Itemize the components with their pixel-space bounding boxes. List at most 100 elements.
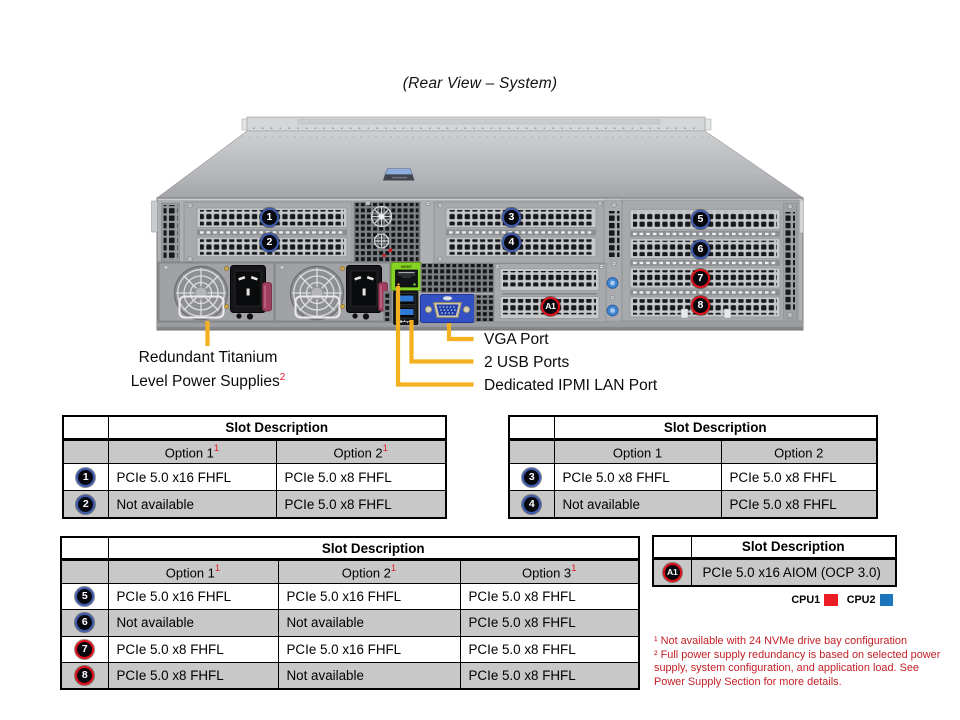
table3-option-corner	[60, 559, 109, 585]
slot-1-option1: PCIe 5.0 x16 FHFL	[107, 463, 277, 492]
cpu2-color-swatch	[879, 593, 893, 607]
slot-4-option1: Not available	[553, 490, 722, 519]
slot-2-badge: 2	[76, 494, 96, 514]
chassis-top-rail	[241, 116, 712, 132]
slot-8-badge: 8	[75, 665, 95, 685]
slot-2-option2: PCIe 5.0 x8 FHFL	[275, 490, 447, 519]
ipmi-lan-port: MGMT	[390, 262, 423, 291]
slot-table-3-4: Slot Description Option 1 Option 2 3 PCI…	[508, 415, 878, 519]
slot-7-option1: PCIe 5.0 x8 FHFL	[107, 635, 279, 663]
slot-7-badge: 7	[75, 639, 95, 659]
table-row: A1 PCIe 5.0 x16 AIOM (OCP 3.0)	[652, 557, 897, 587]
table3-option-1: Option 11	[107, 559, 279, 585]
table1-header: Slot Description	[107, 415, 447, 441]
page-title: (Rear View – System)	[402, 75, 558, 92]
table-row: 8 PCIe 5.0 x8 FHFL Not available PCIe 5.…	[60, 661, 640, 690]
callout-slot-3: 3	[501, 208, 521, 228]
callout-slot-2: 2	[259, 233, 279, 253]
cpu-legend: CPU1 CPU2	[791, 593, 898, 607]
slot-a1-description: PCIe 5.0 x16 AIOM (OCP 3.0)	[690, 557, 897, 587]
slot-5-badge: 5	[75, 587, 95, 607]
power-supply-bay	[157, 261, 393, 323]
table4-header: Slot Description	[690, 535, 897, 560]
slot-8-option2: Not available	[277, 661, 461, 690]
slot-a1-badge: A1	[662, 562, 682, 582]
slot-3-option1: PCIe 5.0 x8 FHFL	[553, 463, 722, 492]
table3-header: Slot Description	[107, 536, 640, 562]
io-vent-grid	[383, 263, 495, 322]
ipmi-callout-line	[395, 286, 474, 387]
slot-5-option1: PCIe 5.0 x16 FHFL	[107, 583, 279, 611]
table2-header: Slot Description	[553, 415, 878, 441]
table1-option-corner	[62, 438, 109, 465]
table2-corner-cell	[508, 415, 555, 441]
label-vga-port: VGA Port	[484, 331, 549, 348]
vga-port	[420, 294, 475, 323]
table-row: 4 Not available PCIe 5.0 x8 FHFL	[508, 490, 878, 519]
table2-option-2: Option 2	[720, 438, 878, 465]
table2-option-corner	[508, 438, 555, 465]
table3-corner-cell	[60, 536, 109, 562]
slot-table-5-8: Slot Description Option 11 Option 21 Opt…	[60, 536, 640, 690]
label-usb-ports: 2 USB Ports	[484, 353, 570, 371]
cpu1-color-swatch	[824, 593, 838, 607]
slot-3-badge: 3	[522, 467, 542, 487]
psu-1	[157, 261, 276, 323]
callout-slot-1: 1	[259, 208, 279, 228]
usb-callout-line	[409, 320, 474, 364]
slot-table-1-2: Slot Description Option 11 Option 21 1 P…	[62, 415, 447, 519]
table3-option-2: Option 21	[277, 559, 461, 585]
callout-slot-5: 5	[690, 209, 710, 229]
label-ipmi-lan-port: Dedicated IPMI LAN Port	[484, 376, 658, 394]
svg-text:MGMT: MGMT	[401, 265, 413, 269]
callout-lines	[205, 286, 474, 387]
table3-option-3: Option 31	[459, 559, 640, 585]
slot-1-badge: 1	[76, 467, 96, 487]
label-power-supplies-footnote-ref: 2	[279, 371, 286, 383]
callout-slot-7: 7	[690, 269, 710, 289]
table-row: 5 PCIe 5.0 x16 FHFL PCIe 5.0 x16 FHFL PC…	[60, 583, 640, 611]
footnote-2-line3: Power Supply Section for more details.	[654, 675, 842, 688]
table2-option-1: Option 1	[553, 438, 722, 465]
mid-divider-strip	[603, 199, 625, 322]
slot-5-option3: PCIe 5.0 x8 FHFL	[459, 583, 640, 611]
table-row: 6 Not available Not available PCIe 5.0 x…	[60, 609, 640, 637]
slot-7-option3: PCIe 5.0 x8 FHFL	[459, 635, 640, 663]
label-power-supplies-line1: Redundant Titanium	[138, 349, 278, 366]
table1-option-2: Option 21	[275, 438, 447, 465]
table-row: 7 PCIe 5.0 x8 FHFL PCIe 5.0 x16 FHFL PCI…	[60, 635, 640, 663]
table4-corner-cell	[652, 535, 692, 560]
pcie-bay-slots-5-8	[621, 199, 799, 322]
slot-8-option3: PCIe 5.0 x8 FHFL	[459, 661, 640, 690]
chassis-lid	[156, 130, 804, 199]
callout-slot-6: 6	[690, 239, 710, 259]
slot-3-option2: PCIe 5.0 x8 FHFL	[720, 463, 878, 492]
slot-4-option2: PCIe 5.0 x8 FHFL	[720, 490, 878, 519]
table1-option-1: Option 11	[107, 438, 277, 465]
footnote-1: ¹ Not available with 24 NVMe drive bay c…	[654, 635, 908, 647]
table1-corner-cell	[62, 415, 109, 441]
slot-4-badge: 4	[522, 494, 542, 514]
table-row: 3 PCIe 5.0 x8 FHFL PCIe 5.0 x8 FHFL	[508, 463, 878, 492]
footnote-2-line2: supply, system configuration, and applic…	[654, 662, 919, 674]
lid-service-tag	[383, 168, 415, 181]
table-row: 2 Not available PCIe 5.0 x8 FHFL	[62, 490, 447, 519]
slot-6-option3: PCIe 5.0 x8 FHFL	[459, 609, 640, 637]
slot-2-option1: Not available	[107, 490, 277, 519]
label-power-supplies: Redundant Titanium Level Power Supplies2	[110, 348, 306, 391]
psu-2	[273, 261, 392, 323]
cpu2-label: CPU2	[846, 594, 876, 606]
slot-6-option1: Not available	[107, 609, 279, 637]
slot-7-option2: PCIe 5.0 x16 FHFL	[277, 635, 461, 663]
slot-1-option2: PCIe 5.0 x8 FHFL	[275, 463, 447, 492]
footnotes: ¹ Not available with 24 NVMe drive bay c…	[654, 635, 954, 689]
center-vent-grid	[353, 201, 421, 264]
cpu1-label: CPU1	[791, 594, 821, 606]
vga-callout-line	[446, 323, 474, 342]
slot-6-badge: 6	[75, 613, 95, 633]
callout-slot-8: 8	[690, 296, 710, 316]
callout-slot-4: 4	[501, 233, 521, 253]
slot-6-option2: Not available	[277, 609, 461, 637]
table-row: 1 PCIe 5.0 x16 FHFL PCIe 5.0 x8 FHFL	[62, 463, 447, 492]
slot-5-option2: PCIe 5.0 x16 FHFL	[277, 583, 461, 611]
